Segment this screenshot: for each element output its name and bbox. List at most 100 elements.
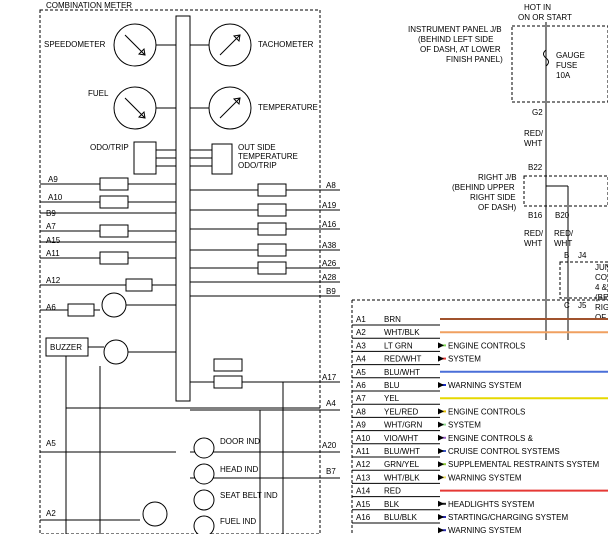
connector-arrow (438, 408, 444, 415)
hot-in-line-1: HOT IN (524, 3, 551, 12)
connector-wire-color: YEL (384, 394, 400, 403)
connector-row: A1 BRN (352, 315, 608, 326)
odo-trip-right-display (211, 143, 233, 175)
head-ind-lamp (193, 463, 215, 485)
connector-pin: A14 (356, 487, 371, 496)
connector-arrow (438, 434, 444, 441)
connector-system: WARNING SYSTEM (448, 526, 522, 534)
fuel-label: FUEL (88, 89, 109, 98)
jun-line-5: RIG (595, 303, 608, 312)
pin-a38: A38 (322, 241, 337, 250)
pin-a17: A17 (322, 373, 337, 382)
wire2-line-2: WHT (524, 239, 542, 248)
connector-system: SYSTEM (448, 421, 481, 430)
speedometer-label: SPEEDOMETER (44, 40, 106, 49)
connector-arrow (438, 355, 444, 362)
connector-pin: A7 (356, 394, 366, 403)
connector-system: SUPPLEMENTAL RESTRAINTS SYSTEM (448, 460, 599, 469)
pin-a8: A8 (326, 181, 336, 190)
connector-arrow (438, 448, 444, 454)
connector-arrow (438, 474, 444, 481)
connector-pin: A1 (356, 315, 366, 324)
head-ind-label: HEAD IND (220, 465, 258, 474)
right-pin-labels: A8 A19 A16 A38 A26 A28 B9 A17 A4 A20 B7 (322, 181, 337, 476)
tachometer-gauge (190, 23, 252, 67)
connector-arrow (438, 382, 444, 388)
pin-a5: A5 (46, 439, 56, 448)
b-label: B (564, 251, 569, 260)
seat-belt-ind-lamp (193, 489, 215, 511)
connector-system: CRUISE CONTROL SYSTEMS (448, 447, 560, 456)
pin-a15: A15 (46, 236, 61, 245)
fuel-ind-label: FUEL IND (220, 517, 256, 526)
junction-connector (559, 261, 608, 299)
pin-a4: A4 (326, 399, 336, 408)
door-ind-label: DOOR IND (220, 437, 260, 446)
connector-arrow (438, 342, 444, 349)
fuse-line-1: GAUGE (556, 51, 585, 60)
connector-wire-color: BLU (384, 381, 400, 390)
b16-label: B16 (528, 211, 543, 220)
connector-pin: A13 (356, 473, 371, 482)
odo-trip-left-label: ODO/TRIP (90, 143, 129, 152)
buzzer-transistor (103, 339, 129, 365)
connector-wire-color: BLU/WHT (384, 447, 420, 456)
pin-a6: A6 (46, 303, 56, 312)
ipjb-line-1: INSTRUMENT PANEL J/B (408, 25, 502, 34)
wire1-line-2: WHT (524, 139, 542, 148)
rjb-line-2: (BEHIND UPPER (452, 183, 515, 192)
connector-arrow (438, 500, 444, 507)
connector-wire-color: RED/WHT (384, 355, 421, 364)
connector-arrow (438, 461, 444, 468)
connector-pin: A9 (356, 421, 366, 430)
connector-pin: A12 (356, 460, 371, 469)
connector-system: ENGINE CONTROLS (448, 341, 525, 350)
rjb-line-1: RIGHT J/B (478, 173, 517, 182)
left-pin-wiring (40, 177, 176, 521)
tachometer-label: TACHOMETER (258, 40, 314, 49)
pin-a26: A26 (322, 259, 337, 268)
connector-system: WARNING SYSTEM (448, 381, 522, 390)
connector-wire-color: VIO/WHT (384, 434, 418, 443)
connector-wire-color: WHT/BLK (384, 328, 420, 337)
pin-a16: A16 (322, 220, 337, 229)
seat-belt-ind-label: SEAT BELT IND (220, 491, 278, 500)
connector-pin: A8 (356, 407, 366, 416)
left-pin-labels: A9 A10 B9 A7 A15 A11 A12 A6 A5 A2 (46, 175, 63, 518)
ipjb-line-4: FINISH PANEL) (446, 55, 503, 64)
hot-in-line-2: ON OR START (518, 13, 572, 22)
odo-trip-right-line-2: TEMPERATURE (238, 152, 298, 161)
fuel-ind-lamp (193, 515, 215, 534)
odo-trip-left-display (133, 141, 157, 175)
pin-a7: A7 (46, 222, 56, 231)
pin-a2: A2 (46, 509, 56, 518)
meter-boundary (39, 9, 321, 534)
pin-a12: A12 (46, 276, 61, 285)
connector-wire-color: BRN (384, 315, 401, 324)
connector-row: WARNING SYSTEM (438, 526, 522, 534)
meter-bus (175, 15, 191, 402)
g2-label: G2 (532, 108, 543, 117)
connector-wire-color: YEL/RED (384, 407, 418, 416)
connector-arrow (438, 527, 444, 534)
c-label: C (564, 301, 570, 310)
buzzer-label: BUZZER (50, 343, 82, 352)
wire3-line-2: WHT (554, 239, 572, 248)
connector-arrow (438, 514, 444, 520)
speedometer-gauge (113, 23, 176, 67)
wire1-line-1: RED/ (524, 129, 544, 138)
fuse-line-2: FUSE (556, 61, 577, 70)
fuel-ind-transistor (142, 501, 168, 527)
b20-label: B20 (555, 211, 570, 220)
b22-label: B22 (528, 163, 543, 172)
odo-trip-right-line-1: OUT SIDE (238, 143, 276, 152)
rjb-line-4: OF DASH) (478, 203, 517, 212)
